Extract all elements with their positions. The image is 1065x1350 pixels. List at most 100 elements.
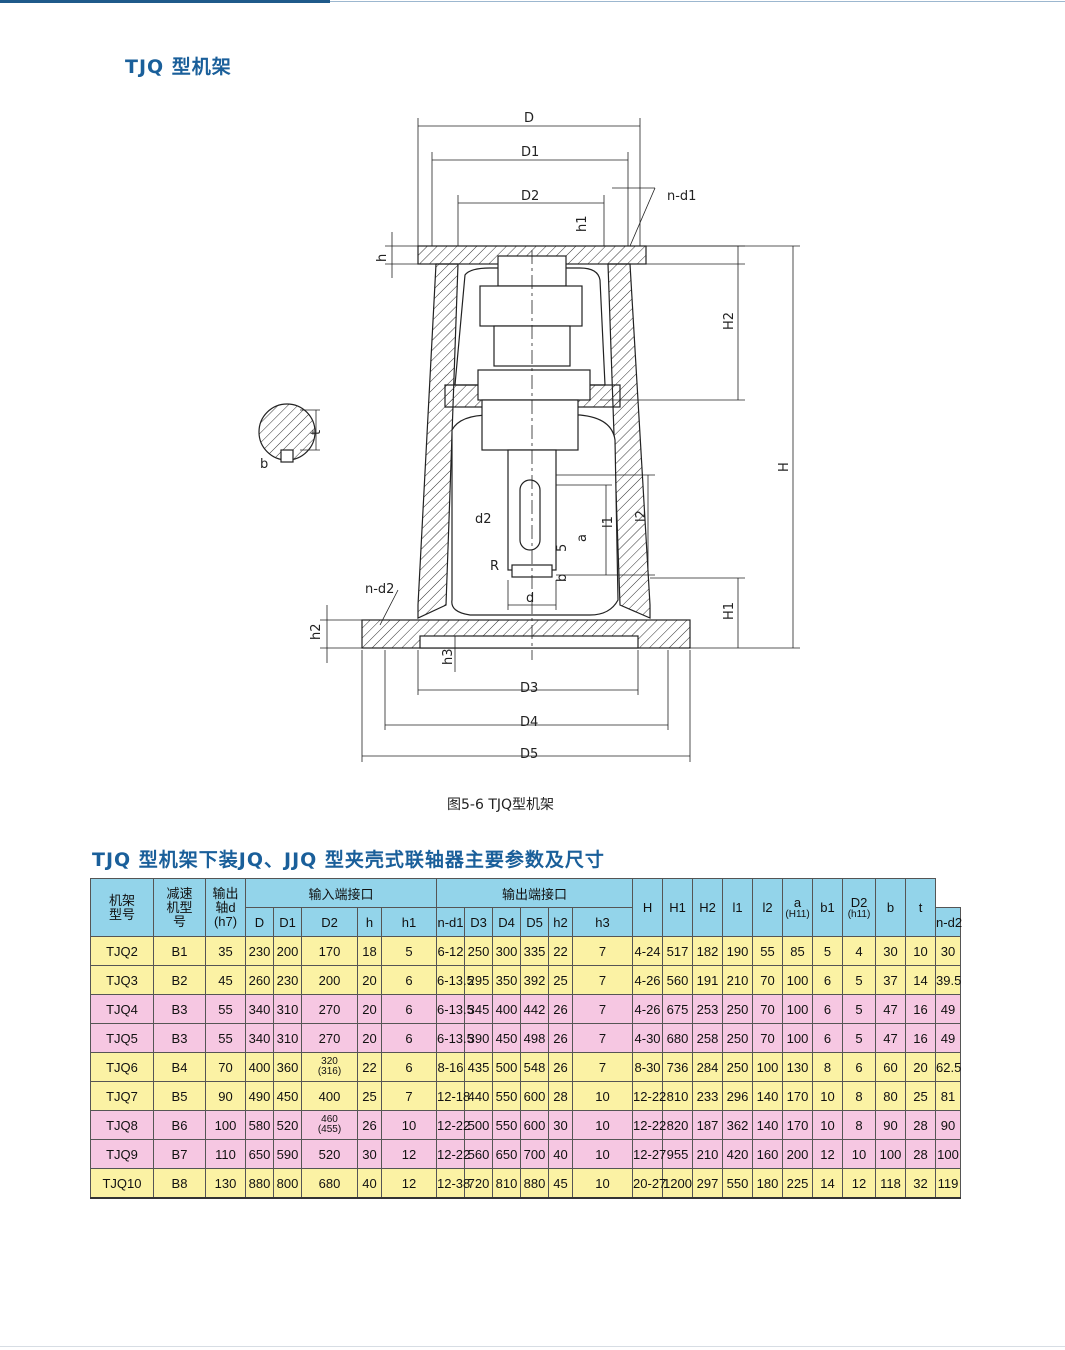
table-cell: 270 <box>301 994 358 1024</box>
table-cell: 100 <box>782 965 814 995</box>
table-cell: 250 <box>722 1023 754 1053</box>
table-cell: 14 <box>905 965 937 995</box>
dim-D4: D4 <box>520 715 538 730</box>
table-cell: TJQ10 <box>90 1168 154 1199</box>
table-cell: 22 <box>548 936 574 966</box>
hdr-H2: H2 <box>692 878 724 937</box>
table-cell: 14 <box>812 1168 844 1199</box>
table-cell: 10 <box>572 1139 634 1169</box>
table-cell: 284 <box>692 1052 724 1082</box>
table-cell: 5 <box>812 936 844 966</box>
table-cell: 5 <box>380 936 438 966</box>
table-cell: 20 <box>357 1023 382 1053</box>
table-cell: 400 <box>245 1052 274 1082</box>
table-cell: 100 <box>782 1023 814 1053</box>
table-cell: B4 <box>153 1052 206 1082</box>
table-cell: TJQ4 <box>90 994 154 1024</box>
hdr-input-group: 输入端接口 <box>244 878 438 908</box>
table-cell: 440 <box>464 1081 494 1111</box>
table-cell: 140 <box>752 1081 784 1111</box>
dim-b: b <box>555 574 570 582</box>
table-cell: 8 <box>842 1110 877 1140</box>
table-cell: 435 <box>464 1052 494 1082</box>
tjq-frame-drawing: D D1 D2 n-d1 h1 h H2 H l1 l2 d2 a 5 b t … <box>258 111 800 762</box>
table-cell: 16 <box>905 994 937 1024</box>
table-cell: 12-18 <box>436 1081 470 1111</box>
table-cell: 12-22 <box>436 1110 470 1140</box>
table-cell: 39.5 <box>935 965 961 995</box>
table-cell: 170 <box>301 936 358 966</box>
table-cell: 7 <box>380 1081 438 1111</box>
table-cell: 200 <box>273 936 302 966</box>
table-cell: 170 <box>782 1110 814 1140</box>
table-cell: 12-22 <box>436 1139 470 1169</box>
table-cell: 6 <box>380 1052 438 1082</box>
dim-a: a <box>575 534 590 542</box>
table-cell: 590 <box>273 1139 302 1169</box>
table-cell: 100 <box>935 1139 961 1169</box>
table-cell: 360 <box>273 1052 302 1082</box>
table-cell: 100 <box>875 1139 907 1169</box>
table-cell: TJQ3 <box>90 965 154 995</box>
table-cell: 70 <box>205 1052 246 1082</box>
table-cell: 270 <box>301 1023 358 1053</box>
table-cell: 32 <box>905 1168 937 1199</box>
hdr-nd1: n-d1 <box>436 907 466 937</box>
table-cell: TJQ6 <box>90 1052 154 1082</box>
dim-D2: D2 <box>521 189 539 204</box>
table-cell: 5 <box>842 1023 877 1053</box>
table-cell: 310 <box>273 1023 302 1053</box>
table-cell: 55 <box>205 994 246 1024</box>
table-cell: 500 <box>492 1052 522 1082</box>
table-cell: 12 <box>842 1168 877 1199</box>
table-cell: 297 <box>692 1168 724 1199</box>
table-cell: TJQ8 <box>90 1110 154 1140</box>
table-cell: 70 <box>752 1023 784 1053</box>
hdr-h3: h3 <box>572 907 634 937</box>
table-cell: 90 <box>205 1081 246 1111</box>
table-cell: 110 <box>205 1139 246 1169</box>
table-cell: 30 <box>357 1139 382 1169</box>
table-cell: 340 <box>245 1023 274 1053</box>
hdr-frame-model: 机架型号 <box>90 878 154 937</box>
table-cell: 187 <box>692 1110 724 1140</box>
table-cell: 392 <box>520 965 550 995</box>
dim-l1: l1 <box>601 516 616 528</box>
table-cell: 450 <box>492 1023 522 1053</box>
table-cell: 450 <box>273 1081 302 1111</box>
table-cell: 6 <box>842 1052 877 1082</box>
dim-h2: h2 <box>309 623 324 640</box>
table-cell: 20-27 <box>632 1168 666 1199</box>
table-cell: 560 <box>464 1139 494 1169</box>
table-cell: 6-13.5 <box>436 1023 474 1053</box>
table-cell: 520 <box>301 1139 358 1169</box>
table-cell: 12 <box>812 1139 844 1169</box>
table-cell: 26 <box>548 994 574 1024</box>
table-cell: 47 <box>875 994 907 1024</box>
table-cell: 6-13.5 <box>436 965 474 995</box>
dim-h1: h1 <box>575 215 590 232</box>
table-cell: 560 <box>662 965 694 995</box>
table-cell: 250 <box>464 936 494 966</box>
table-cell: 736 <box>662 1052 694 1082</box>
table-cell: 6-12 <box>436 936 466 966</box>
table-cell: 810 <box>662 1081 694 1111</box>
dim-H1: H1 <box>722 602 737 620</box>
table-cell: 25 <box>357 1081 382 1111</box>
table-cell: 335 <box>520 936 550 966</box>
table-cell: 880 <box>245 1168 274 1199</box>
table-cell: 720 <box>464 1168 494 1199</box>
table-cell: 22 <box>357 1052 382 1082</box>
table-cell: B1 <box>153 936 206 966</box>
table-cell: 517 <box>662 936 694 966</box>
table-cell: 160 <box>752 1139 784 1169</box>
detail-t: t <box>309 430 324 435</box>
dim-R: R <box>490 559 499 574</box>
table-cell: 100 <box>782 994 814 1024</box>
table-cell: 4-26 <box>632 965 664 995</box>
table-cell: 820 <box>662 1110 694 1140</box>
